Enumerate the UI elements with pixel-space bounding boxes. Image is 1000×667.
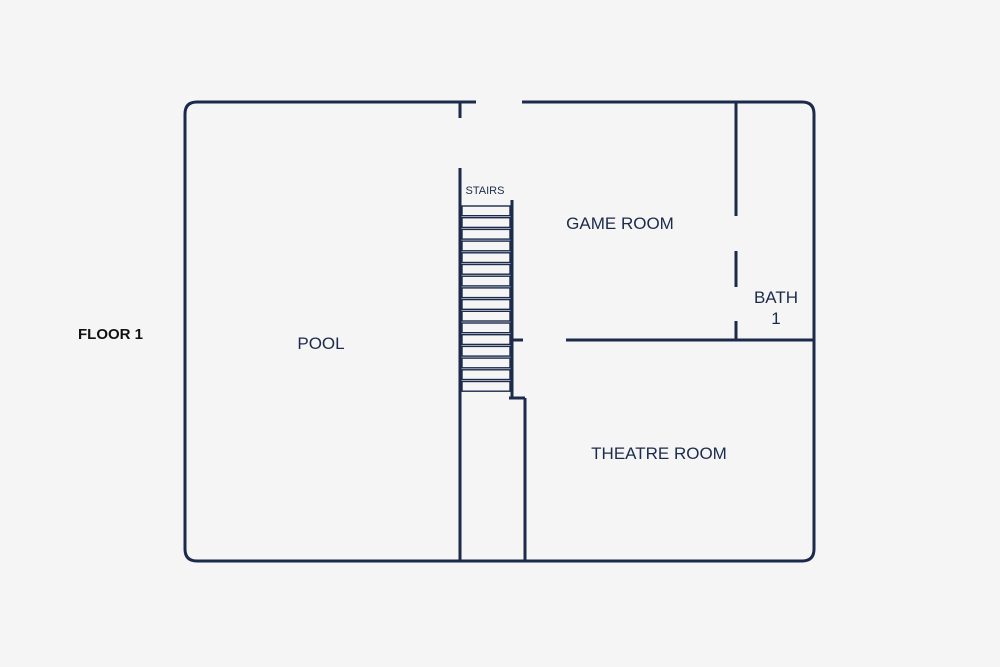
stair-tread — [461, 252, 511, 264]
stair-tread — [461, 380, 511, 392]
stair-tread — [461, 310, 511, 322]
stair-tread — [461, 205, 511, 217]
room-label-game-room: GAME ROOM — [566, 214, 674, 233]
room-label-bath-line1: BATH — [754, 288, 798, 307]
room-label-pool: POOL — [297, 334, 344, 353]
stair-tread — [461, 334, 511, 346]
stair-tread — [461, 322, 511, 334]
stair-tread — [461, 345, 511, 357]
stair-tread — [461, 287, 511, 299]
stair-tread — [461, 263, 511, 275]
stair-tread — [461, 357, 511, 369]
stair-tread — [461, 240, 511, 252]
stairs-label: STAIRS — [466, 185, 505, 197]
floor-label: FLOOR 1 — [78, 326, 143, 343]
stair-tread — [461, 369, 511, 381]
stair-tread — [461, 216, 511, 229]
room-label-bath-line2: 1 — [771, 309, 780, 328]
stair-tread — [461, 275, 511, 287]
outer-wall — [183, 100, 816, 563]
stair-treads — [461, 205, 511, 392]
stair-tread — [461, 298, 511, 311]
room-label-theatre-room: THEATRE ROOM — [591, 444, 727, 463]
stair-tread — [461, 228, 511, 240]
